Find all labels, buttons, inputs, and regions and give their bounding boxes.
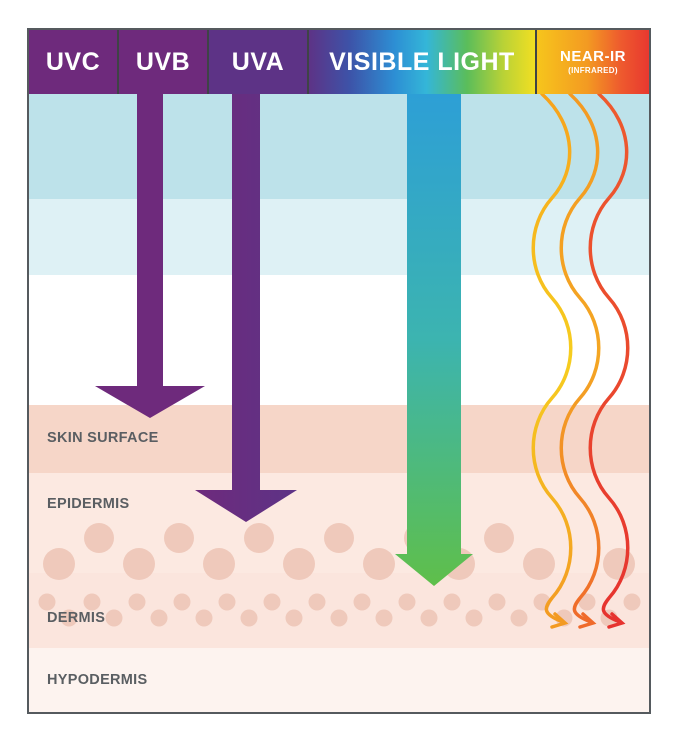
cell [398, 593, 416, 611]
cell [308, 593, 326, 611]
cell [603, 548, 635, 580]
cell [375, 609, 393, 627]
near-ir-waves [531, 92, 630, 629]
cell [510, 609, 528, 627]
skin-surface-layer [29, 405, 649, 473]
cell [488, 593, 506, 611]
near-ir-arrowhead-3 [607, 612, 626, 629]
cell [84, 523, 114, 553]
cell [263, 593, 281, 611]
cell [240, 609, 258, 627]
cell [330, 609, 348, 627]
layer-label-dermis: DERMIS [47, 610, 106, 626]
cell [523, 548, 555, 580]
cell [420, 609, 438, 627]
layer-label-epidermis: EPIDERMIS [47, 496, 130, 512]
cell [38, 593, 56, 611]
cell [123, 548, 155, 580]
diagram-frame: UVC UVB UVA VISIBLE LIGHT NEAR-IR (INFRA… [27, 28, 651, 714]
band-uva-label: UVA [231, 47, 285, 76]
near-ir-wave-1 [531, 92, 573, 624]
cell [195, 609, 213, 627]
cell [324, 523, 354, 553]
cell [43, 548, 75, 580]
cell [283, 548, 315, 580]
cell [218, 593, 236, 611]
cell [465, 609, 483, 627]
cell [578, 593, 596, 611]
band-near-ir-label: NEAR-IR [560, 48, 626, 65]
cell [443, 593, 461, 611]
uvb-arrow [95, 94, 205, 418]
cell [244, 523, 274, 553]
cell [623, 593, 641, 611]
hypodermis-layer [29, 648, 649, 712]
atmosphere-light-band [29, 199, 649, 275]
cell [105, 609, 123, 627]
band-visible-light: VISIBLE LIGHT [309, 30, 537, 94]
band-near-ir-sublabel: (INFRARED) [568, 66, 618, 75]
band-uvb: UVB [119, 30, 209, 94]
near-ir-wave-3 [588, 92, 630, 624]
cell [173, 593, 191, 611]
cell [363, 548, 395, 580]
skin-penetration-scene [29, 92, 649, 712]
air-band [29, 275, 649, 405]
near-ir-arrowhead-2 [578, 612, 597, 629]
cell [60, 609, 78, 627]
cell [83, 593, 101, 611]
layer-label-skin-surface: SKIN SURFACE [47, 430, 159, 446]
band-uvc-label: UVC [45, 47, 101, 76]
cell [128, 593, 146, 611]
band-uvc: UVC [29, 30, 119, 94]
visible-light-arrow [395, 94, 473, 586]
band-uvb-label: UVB [135, 47, 191, 76]
spectrum-header: UVC UVB UVA VISIBLE LIGHT NEAR-IR (INFRA… [29, 30, 649, 94]
uva-arrow [195, 94, 297, 522]
atmosphere-dark-band [29, 94, 649, 199]
cell [285, 609, 303, 627]
cell [203, 548, 235, 580]
band-uva: UVA [209, 30, 309, 94]
cell [484, 523, 514, 553]
layer-label-hypodermis: HYPODERMIS [47, 672, 148, 688]
near-ir-arrowhead-1 [550, 612, 569, 629]
near-ir-wave-2 [559, 92, 601, 624]
cell [150, 609, 168, 627]
cell [353, 593, 371, 611]
band-visible-light-label: VISIBLE LIGHT [329, 47, 515, 76]
cell [164, 523, 194, 553]
band-near-ir: NEAR-IR (INFRARED) [537, 30, 649, 94]
